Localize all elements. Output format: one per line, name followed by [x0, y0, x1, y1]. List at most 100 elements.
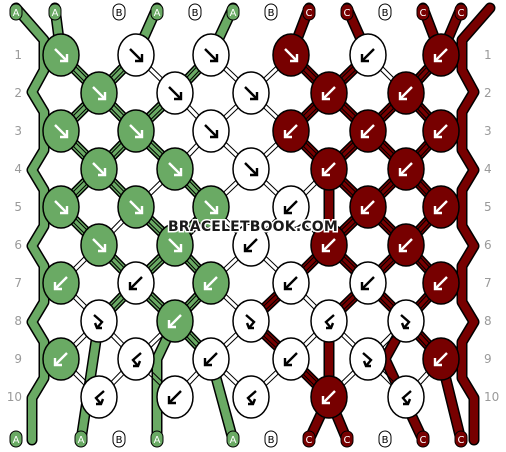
arrow-down-left-icon [53, 352, 68, 367]
strand-letter: A [13, 435, 20, 446]
arrow-right-then-down-icon [400, 314, 411, 330]
strand-pill [302, 3, 316, 21]
strand-label-bottom: C [340, 430, 354, 448]
row-number-left: 2 [14, 86, 22, 100]
strand-letter: B [116, 435, 123, 446]
arrow-down-left-icon [283, 124, 298, 139]
strand-label-top: B [188, 3, 202, 21]
knot [156, 147, 194, 191]
arrow-left-then-down-icon [246, 390, 257, 406]
arrow-right-then-down-icon [245, 314, 256, 330]
arrow-down-left-icon [360, 48, 375, 63]
arrow-down-left-icon [433, 48, 448, 63]
strand-letter: C [344, 435, 351, 446]
knot [349, 109, 387, 153]
knot [232, 375, 270, 419]
arrow-down-right-icon [168, 86, 183, 101]
arrow-down-left-icon [360, 200, 375, 215]
strand-letter: B [382, 8, 389, 19]
arrow-down-right-icon [92, 238, 107, 253]
row-number-left: 10 [7, 390, 22, 404]
knot [349, 185, 387, 229]
knot [192, 185, 230, 229]
knot [272, 185, 310, 229]
strand-pill [340, 3, 354, 21]
strand-pill [264, 430, 278, 448]
strand-letter: C [306, 8, 313, 19]
knot [42, 337, 80, 381]
strand-label-bottom: C [416, 430, 430, 448]
knot [310, 71, 348, 115]
arrow-down-right-icon [204, 48, 219, 63]
knot [80, 71, 118, 115]
strand-pill [264, 3, 278, 21]
knot [349, 337, 387, 381]
arrow-down-right-icon [284, 48, 299, 63]
row-number-left: 3 [14, 124, 22, 138]
knot [387, 299, 425, 343]
strand-letter: C [344, 8, 351, 19]
arrow-down-right-icon [129, 48, 144, 63]
arrow-down-left-icon [398, 86, 413, 101]
arrow-down-left-icon [360, 124, 375, 139]
arrow-down-right-icon [129, 124, 144, 139]
arrow-down-left-icon [321, 86, 336, 101]
strand-pill [416, 430, 430, 448]
strand-pill [302, 430, 316, 448]
strand-label-top: B [264, 3, 278, 21]
knot [310, 375, 348, 419]
strand-letter: C [306, 435, 313, 446]
arrow-down-right-icon [92, 86, 107, 101]
strand-label-top: C [454, 3, 468, 21]
knot [117, 33, 155, 77]
arrow-down-right-icon [244, 86, 259, 101]
strand-label-bottom: C [302, 430, 316, 448]
knot-shape [387, 375, 425, 419]
strand-letter: B [192, 8, 199, 19]
knot [117, 185, 155, 229]
strand-label-top: B [112, 3, 126, 21]
knot [349, 33, 387, 77]
knot-shape [80, 375, 118, 419]
knot [80, 299, 118, 343]
arrow-left-then-down-icon [401, 390, 412, 406]
arrow-down-left-icon [433, 124, 448, 139]
row-number-left: 1 [14, 48, 22, 62]
arrow-down-right-icon [168, 238, 183, 253]
knot [310, 299, 348, 343]
strand-pill [9, 3, 23, 21]
knot [192, 109, 230, 153]
strand-label-top: A [226, 3, 240, 21]
arrow-down-right-icon [54, 48, 69, 63]
knot [272, 337, 310, 381]
strand-pill [150, 430, 164, 448]
knot [272, 261, 310, 305]
arrow-down-left-icon [283, 200, 298, 215]
strand-pill [188, 3, 202, 21]
strand-label-bottom: A [9, 430, 23, 448]
knot [42, 109, 80, 153]
strand-letter: A [230, 435, 237, 446]
strand-letter: B [268, 8, 275, 19]
knot [387, 71, 425, 115]
knot [422, 261, 460, 305]
knot [117, 261, 155, 305]
arrow-down-left-icon [243, 238, 258, 253]
knot-shape [349, 337, 387, 381]
strand-pill [9, 430, 23, 448]
knot [42, 33, 80, 77]
strand-letter: C [458, 8, 465, 19]
arrow-down-right-icon [54, 124, 69, 139]
strand-letter: B [116, 8, 123, 19]
strand-letter: B [268, 435, 275, 446]
knot-shape [232, 375, 270, 419]
strand-pill [226, 430, 240, 448]
knot [387, 375, 425, 419]
strand-pill [340, 430, 354, 448]
strand-label-top: C [340, 3, 354, 21]
knot [156, 223, 194, 267]
strand-label-top: A [150, 3, 164, 21]
strand-label-top: A [9, 3, 23, 21]
strand-c-right-edge [458, 4, 494, 444]
